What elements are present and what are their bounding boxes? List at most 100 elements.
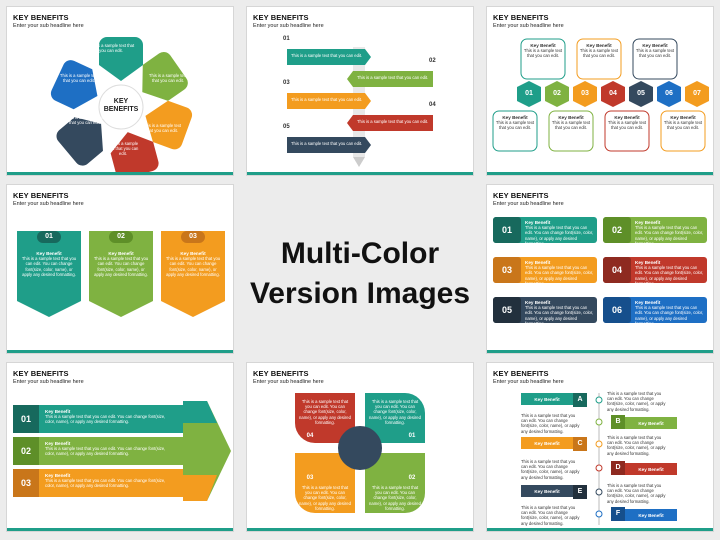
shields-diagram bbox=[17, 231, 225, 317]
step-number-2: 02 bbox=[553, 90, 561, 97]
timeline-letter-f: F bbox=[615, 510, 621, 517]
tab-number-5: 05 bbox=[501, 305, 512, 315]
timeline-letter-a: A bbox=[577, 396, 583, 403]
slide-subtitle: Enter your sub headline here bbox=[253, 23, 324, 29]
timeline-text-a: This is a sample text that you can edit.… bbox=[607, 391, 666, 412]
tab-number-6: 06 bbox=[611, 305, 622, 315]
slide-footer-bar bbox=[247, 528, 473, 531]
slide-title: KEY BENEFITS bbox=[13, 369, 69, 378]
slide-footer-bar bbox=[7, 172, 233, 175]
band-number-1: 01 bbox=[20, 414, 31, 424]
slide-thumbnail-7[interactable]: KEY BENEFITS Enter your sub headline her… bbox=[6, 362, 234, 532]
ribbon-number-4: 04 bbox=[429, 102, 436, 108]
timeline-text-d: This is a sample text that you can edit.… bbox=[521, 459, 580, 480]
timeline-letter-c: C bbox=[577, 440, 583, 447]
step-number-5: 05 bbox=[637, 90, 645, 97]
ribbon-number-3: 03 bbox=[283, 80, 290, 86]
arrow-bands-diagram bbox=[13, 401, 231, 501]
petal-text-1: This is a sample text that you can edit. bbox=[87, 43, 135, 54]
quadrant-number-1: 01 bbox=[408, 433, 416, 439]
slide-subtitle: Enter your sub headline here bbox=[253, 379, 324, 385]
ribbon-text-5: This is a sample text that you can edit. bbox=[291, 141, 363, 146]
slide-footer-bar bbox=[7, 528, 233, 531]
ribbon-number-5: 05 bbox=[283, 124, 290, 130]
petal-text-3: This is a sample text that you can edit. bbox=[142, 123, 182, 134]
slide-subtitle: Enter your sub headline here bbox=[13, 23, 84, 29]
slide-title: KEY BENEFITS bbox=[493, 369, 549, 378]
petal-text-4: This is a sample text that you can edit. bbox=[107, 141, 139, 157]
quadrant-text-2: This is a sample text that you can edit.… bbox=[369, 485, 421, 511]
step-number-7: 07 bbox=[693, 90, 701, 97]
slide-footer-bar bbox=[487, 350, 713, 353]
ribbon-text-1: This is a sample text that you can edit. bbox=[291, 53, 363, 58]
ribbon-diagram bbox=[287, 47, 433, 167]
tab-number-3: 03 bbox=[501, 265, 512, 275]
shield-number-3: 03 bbox=[189, 233, 197, 240]
timeline-text-b: This is a sample text that you can edit.… bbox=[521, 413, 580, 434]
petal-diagram bbox=[50, 37, 193, 175]
ribbon-text-4: This is a sample text that you can edit. bbox=[357, 119, 429, 124]
ribbon-number-2: 02 bbox=[429, 58, 436, 64]
timeline-label-c: Key Benefit bbox=[534, 441, 560, 446]
band-number-2: 02 bbox=[20, 446, 31, 456]
slide-thumbnail-8[interactable]: KEY BENEFITS Enter your sub headline her… bbox=[246, 362, 474, 532]
shield-number-1: 01 bbox=[45, 233, 53, 240]
timeline-text-c: This is a sample text that you can edit.… bbox=[607, 435, 666, 456]
slide-title: KEY BENEFITS bbox=[493, 191, 549, 200]
slide-thumbnail-4[interactable]: KEY BENEFITS Enter your sub headline her… bbox=[6, 184, 234, 354]
slide-subtitle: Enter your sub headline here bbox=[493, 379, 564, 385]
tab-number-2: 02 bbox=[611, 225, 622, 235]
ribbon-text-2: This is a sample text that you can edit. bbox=[357, 75, 429, 80]
timeline-diagram bbox=[521, 393, 677, 525]
timeline-text-e: This is a sample text that you can edit.… bbox=[607, 483, 666, 504]
timeline-letter-b: B bbox=[615, 418, 621, 425]
slide-title: KEY BENEFITS bbox=[13, 191, 69, 200]
slide-subtitle: Enter your sub headline here bbox=[493, 23, 564, 29]
slide-thumbnail-3[interactable]: KEY BENEFITS Enter your sub headline her… bbox=[486, 6, 714, 176]
slide-thumbnail-1[interactable]: KEY BENEFITS Enter your sub headline her… bbox=[6, 6, 234, 176]
slide-title: KEY BENEFITS bbox=[253, 13, 309, 22]
slide-subtitle: Enter your sub headline here bbox=[493, 201, 564, 207]
slide-thumbnail-2[interactable]: KEY BENEFITS Enter your sub headline her… bbox=[246, 6, 474, 176]
step-number-1: 01 bbox=[525, 90, 533, 97]
petal-center-label: KEY BENEFITS bbox=[103, 98, 139, 113]
ribbon-text-3: This is a sample text that you can edit. bbox=[291, 97, 363, 102]
step-number-6: 06 bbox=[665, 90, 673, 97]
slide-thumbnail-9[interactable]: KEY BENEFITS Enter your sub headline her… bbox=[486, 362, 714, 532]
slide-footer-bar bbox=[247, 172, 473, 175]
slide-thumbnail-6[interactable]: KEY BENEFITS Enter your sub headline her… bbox=[486, 184, 714, 354]
timeline-label-b: Key Benefit bbox=[638, 421, 664, 426]
timeline-text-f: This is a sample text that you can edit.… bbox=[521, 505, 580, 526]
timeline-letter-d: D bbox=[615, 464, 621, 471]
slide-title: KEY BENEFITS bbox=[493, 13, 549, 22]
slide-footer-bar bbox=[487, 172, 713, 175]
tab-number-4: 04 bbox=[611, 265, 622, 275]
slide-subtitle: Enter your sub headline here bbox=[13, 201, 84, 207]
slide-subtitle: Enter your sub headline here bbox=[13, 379, 84, 385]
shield-number-2: 02 bbox=[117, 233, 125, 240]
seven-steps-diagram bbox=[492, 38, 709, 152]
version-heading-line1: Multi-Color bbox=[280, 237, 440, 270]
petal-text-5: This is a sample text that you can edit. bbox=[65, 115, 105, 126]
petal-text-6: This is a sample text that you can edit. bbox=[59, 73, 99, 84]
slide-footer-bar bbox=[487, 528, 713, 531]
timeline-label-d: Key Benefit bbox=[638, 467, 664, 472]
quadrant-text-1: This is a sample text that you can edit.… bbox=[369, 399, 421, 425]
timeline-letter-e: E bbox=[577, 488, 583, 495]
